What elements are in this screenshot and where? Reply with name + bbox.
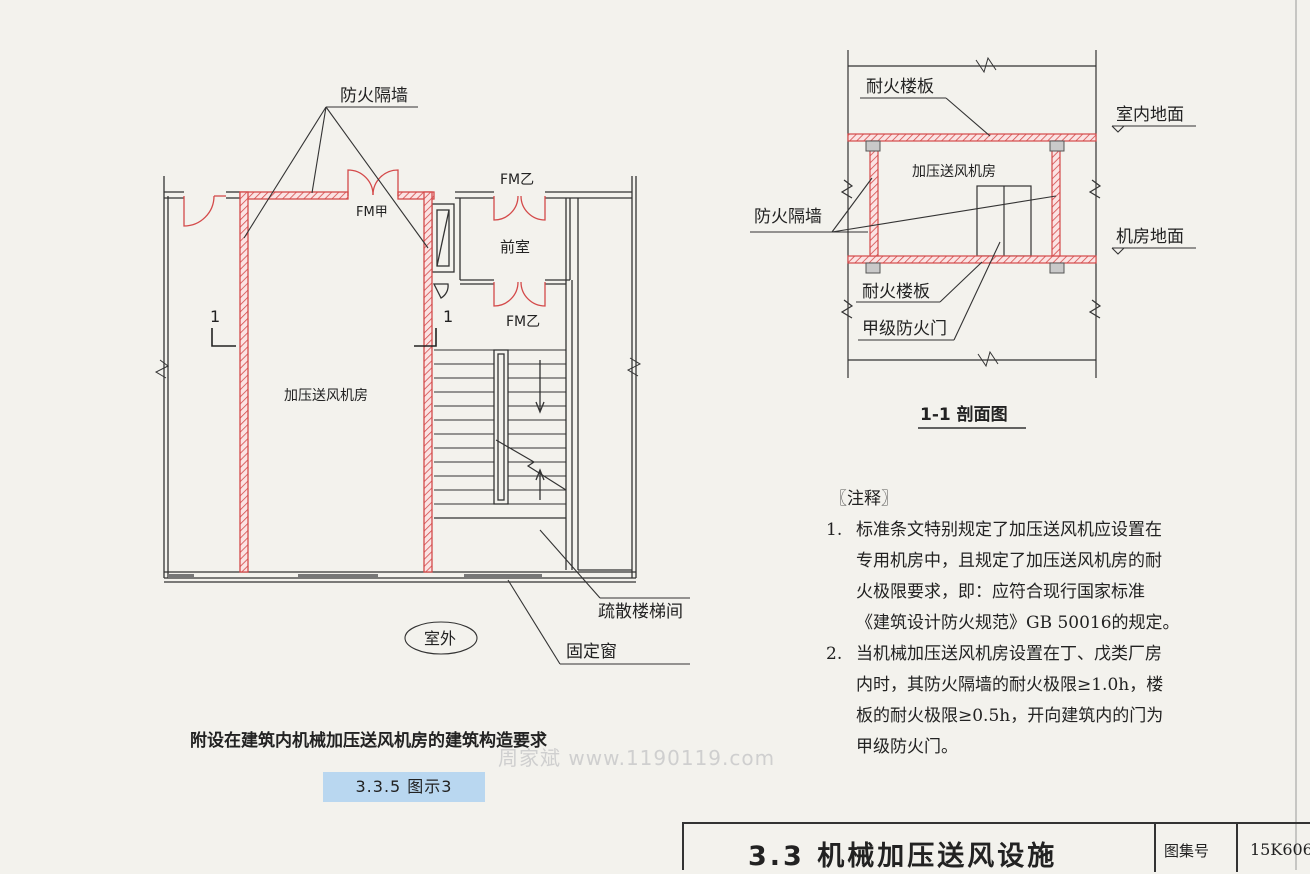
label-fan-room-section: 加压送风机房 bbox=[912, 164, 996, 180]
label-fire-floor-top: 耐火楼板 bbox=[866, 77, 934, 97]
title-block-divider bbox=[1154, 824, 1156, 872]
floor-plan bbox=[154, 176, 642, 583]
label-fm-b-top: FM乙 bbox=[500, 172, 534, 188]
notes-heading: 〖注释〗 bbox=[830, 489, 898, 509]
note-text: 当机械加压送风机房设置在丁、戊类厂房 内时，其防火隔墙的耐火极限≥1.0h，楼 … bbox=[856, 639, 1226, 763]
figure-caption: 附设在建筑内机械加压送风机房的建筑构造要求 bbox=[190, 731, 547, 751]
plan-labels: 防火隔墙 FM甲 FM乙 前室 FM乙 1 1 加压送风机房 疏散楼梯间 固定窗… bbox=[210, 86, 683, 662]
label-stairwell: 疏散楼梯间 bbox=[598, 602, 683, 622]
fixed-windows bbox=[168, 574, 542, 578]
label-fm-a: FM甲 bbox=[356, 205, 388, 220]
note-line: 甲级防火门。 bbox=[856, 737, 958, 757]
atlas-code: 15K606 bbox=[1250, 840, 1310, 859]
note-item-2: 2. 当机械加压送风机房设置在丁、戊类厂房 内时，其防火隔墙的耐火极限≥1.0h… bbox=[826, 639, 1226, 763]
title-block-divider bbox=[1236, 824, 1238, 872]
note-text: 标准条文特别规定了加压送风机应设置在 专用机房中，且规定了加压送风机房的耐 火极… bbox=[856, 515, 1226, 639]
section-cut-markers bbox=[211, 328, 437, 347]
note-number: 2. bbox=[826, 644, 843, 664]
note-line: 《建筑设计防火规范》GB 50016的规定。 bbox=[856, 613, 1180, 633]
note-line: 标准条文特别规定了加压送风机应设置在 bbox=[856, 520, 1162, 540]
label-fire-wall-plan: 防火隔墙 bbox=[340, 86, 408, 106]
label-section-mark-right: 1 bbox=[443, 307, 453, 326]
note-line: 专用机房中，且规定了加压送风机房的耐 bbox=[856, 551, 1162, 571]
watermark: 周家斌 www.1190119.com bbox=[498, 746, 776, 770]
label-room-floor: 机房地面 bbox=[1116, 227, 1184, 247]
label-indoor-floor: 室内地面 bbox=[1116, 105, 1184, 125]
note-line: 内时，其防火隔墙的耐火极限≥1.0h，楼 bbox=[856, 675, 1164, 695]
label-anteroom: 前室 bbox=[500, 238, 530, 256]
note-item-1: 1. 标准条文特别规定了加压送风机应设置在 专用机房中，且规定了加压送风机房的耐… bbox=[826, 515, 1226, 639]
note-line: 当机械加压送风机房设置在丁、戊类厂房 bbox=[856, 644, 1162, 664]
atlas-label: 图集号 bbox=[1164, 842, 1210, 860]
section-view bbox=[840, 50, 1102, 378]
label-fire-floor-bottom: 耐火楼板 bbox=[862, 282, 930, 302]
note-line: 火极限要求，即：应符合现行国家标准 bbox=[856, 582, 1145, 602]
label-outdoor: 室外 bbox=[424, 629, 456, 648]
notes-block: 〖注释〗 1. 标准条文特别规定了加压送风机应设置在 专用机房中，且规定了加压送… bbox=[826, 484, 1226, 763]
fire-elements-section bbox=[847, 133, 1097, 264]
section-beams bbox=[865, 140, 1065, 274]
fire-walls-plan bbox=[239, 191, 435, 573]
note-number: 1. bbox=[826, 520, 843, 540]
figure-badge: 3.3.5 图示3 bbox=[323, 772, 485, 802]
note-line: 板的耐火极限≥0.5h，开向建筑内的门为 bbox=[856, 706, 1164, 726]
label-class-a-door: 甲级防火门 bbox=[862, 319, 947, 339]
title-block: 3.3 机械加压送风设施 图集号 15K606 bbox=[682, 822, 1310, 872]
section-leader-lines bbox=[750, 97, 1196, 429]
label-section-mark-left: 1 bbox=[210, 307, 220, 326]
label-fm-b-bottom: FM乙 bbox=[506, 314, 540, 330]
label-fixed-window: 固定窗 bbox=[566, 642, 617, 662]
section-labels: 耐火楼板 室内地面 加压送风机房 防火隔墙 机房地面 耐火楼板 甲级防火门 1-… bbox=[754, 77, 1184, 425]
plan-leader-lines bbox=[243, 106, 690, 665]
doors-plan bbox=[183, 169, 546, 307]
title-block-title: 3.3 机械加压送风设施 bbox=[748, 841, 1058, 872]
label-fan-room-plan: 加压送风机房 bbox=[284, 388, 368, 404]
label-fire-wall-section: 防火隔墙 bbox=[754, 207, 822, 227]
section-title: 1-1 剖面图 bbox=[920, 404, 1008, 425]
